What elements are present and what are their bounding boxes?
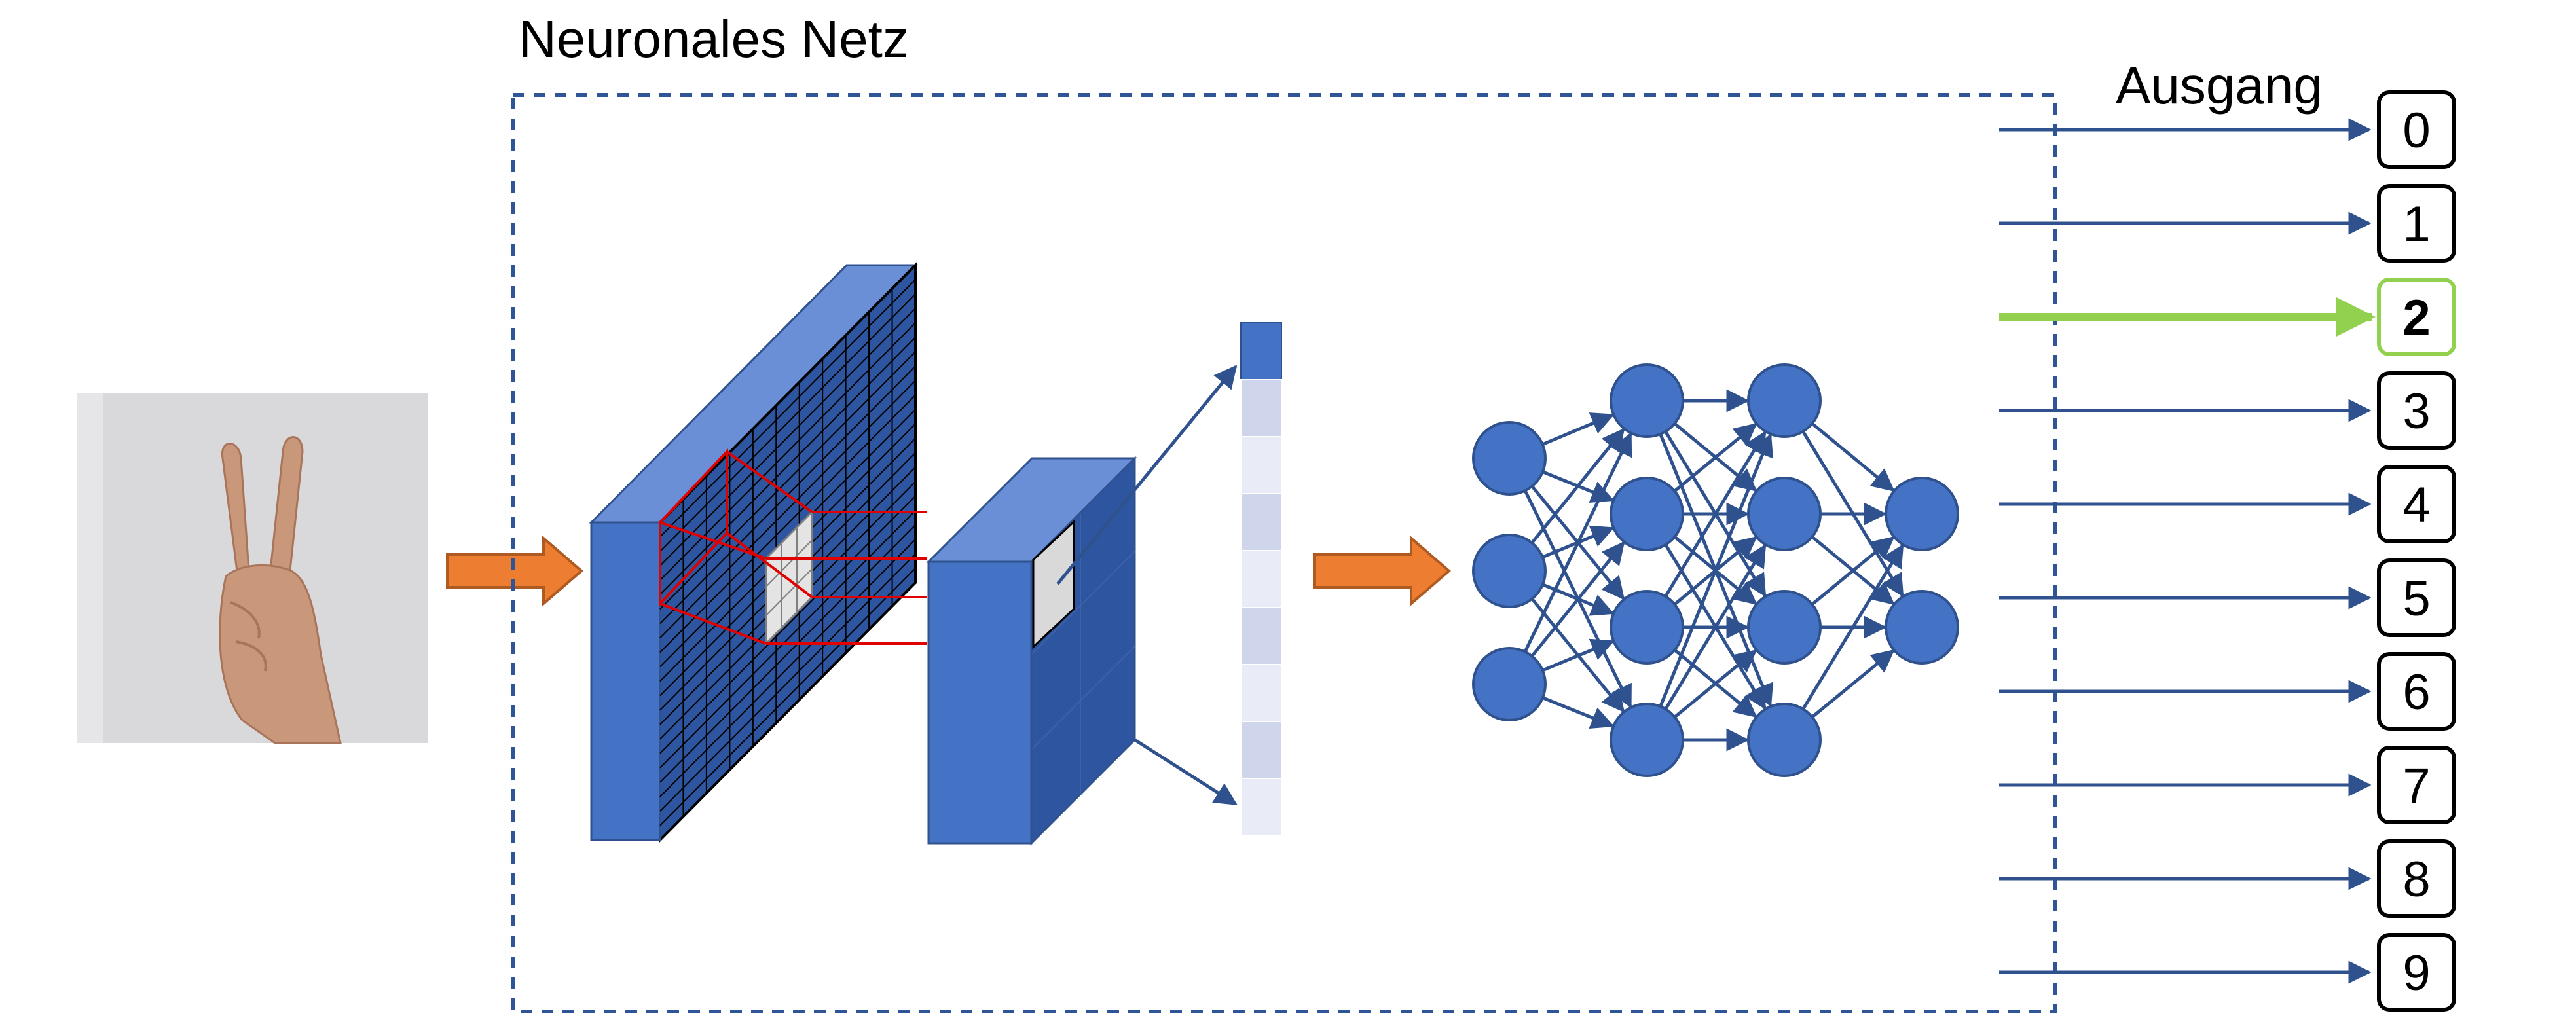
- grid-line: [659, 337, 916, 595]
- grid-line: [659, 293, 916, 552]
- output-box-4: [2377, 465, 2456, 543]
- output-box-8: [2377, 839, 2456, 918]
- neuron-node: [1747, 477, 1822, 551]
- dense-network: [1472, 363, 1959, 777]
- grid-line: [659, 308, 916, 566]
- dense-edge: [1664, 430, 1767, 598]
- dense-edge: [1659, 433, 1773, 707]
- output-box-9: [2377, 933, 2456, 1012]
- grid-line: [659, 380, 916, 639]
- grid-line: [659, 539, 916, 797]
- dense-edge: [1541, 412, 1615, 447]
- neuron-node: [1610, 477, 1684, 551]
- neuron-node: [1747, 590, 1822, 665]
- dense-edge: [1673, 423, 1757, 492]
- neuron-node: [1610, 703, 1684, 777]
- grid-line: [659, 510, 916, 769]
- dense-edge: [1811, 536, 1895, 606]
- flatten-arrow-bottom: [1133, 738, 1238, 806]
- output-label-6: 6: [2402, 665, 2430, 720]
- output-label-1: 1: [2402, 196, 2430, 252]
- dense-edge: [1811, 649, 1895, 719]
- dense-edge: [1801, 543, 1904, 710]
- grid-line: [659, 351, 916, 610]
- output-label-5: 5: [2402, 571, 2430, 627]
- dense-edge: [1530, 541, 1625, 657]
- dense-edge: [1523, 432, 1632, 653]
- output-title: Ausgang: [2116, 56, 2323, 115]
- neuron-node: [1885, 590, 1959, 665]
- dense-edge: [1673, 649, 1757, 719]
- output-box-0: [2377, 90, 2456, 169]
- output-box-7: [2377, 746, 2456, 824]
- input-arrow: [446, 535, 584, 607]
- output-box-5: [2377, 558, 2456, 637]
- output-label-4: 4: [2402, 477, 2430, 533]
- output-box-3: [2377, 371, 2456, 450]
- dense-edge: [1530, 428, 1625, 544]
- dense-edge: [1542, 696, 1615, 729]
- network-title: Neuronales Netz: [519, 10, 909, 68]
- grid-line: [659, 496, 916, 754]
- output-label-7: 7: [2402, 758, 2430, 814]
- output-label-3: 3: [2402, 384, 2430, 439]
- output-label-2: 2: [2402, 290, 2430, 346]
- grid-line: [659, 279, 916, 538]
- network-frame: [511, 93, 2057, 1013]
- output-label-0: 0: [2402, 103, 2430, 158]
- output-box-6: [2377, 652, 2456, 731]
- receptive-field-lines: [659, 448, 927, 645]
- feature-map-volume: [926, 456, 1137, 846]
- neuron-node: [1610, 590, 1684, 665]
- output-box-1: [2377, 184, 2456, 263]
- neuron-node: [1472, 421, 1547, 496]
- neuron-node: [1472, 534, 1547, 608]
- neuron-node: [1747, 363, 1822, 438]
- flattened-vector: [1240, 322, 1282, 836]
- neuron-node: [1472, 647, 1547, 721]
- grid-line: [659, 568, 916, 826]
- output-layer: 0 1 2 3 4 5 6 7 8 9: [1999, 90, 2456, 1012]
- neuron-node: [1610, 363, 1684, 438]
- input-hand-photo: [77, 393, 428, 744]
- neuron-node: [1747, 703, 1822, 777]
- grid-line: [659, 394, 916, 653]
- grid-line: [659, 524, 916, 783]
- output-label-9: 9: [2402, 945, 2430, 1001]
- dense-edge: [1664, 543, 1767, 710]
- neuron-node: [1885, 477, 1959, 551]
- dense-edge: [1811, 422, 1895, 492]
- flatten-arrow-top: [1056, 365, 1238, 585]
- dense-edge: [1541, 638, 1615, 672]
- output-label-8: 8: [2402, 852, 2430, 907]
- output-box-2: [2377, 278, 2456, 356]
- dense-arrow: [1313, 535, 1452, 607]
